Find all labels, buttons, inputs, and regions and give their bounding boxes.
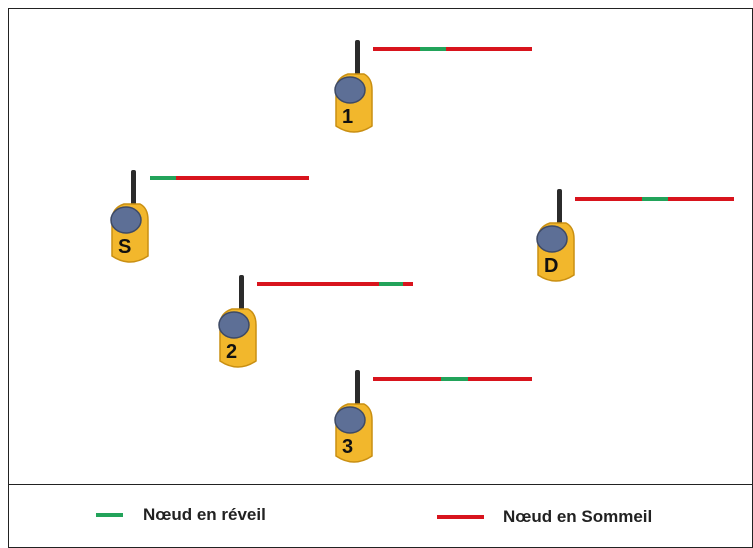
timeline-node-1	[373, 47, 532, 51]
legend-awake-swatch	[96, 513, 123, 517]
node-label: S	[118, 236, 132, 258]
timeline-node-d	[575, 197, 734, 201]
awake-segment	[150, 176, 176, 180]
legend-sleep-swatch	[437, 515, 484, 519]
sleep-segment	[403, 282, 413, 286]
sleep-segment	[373, 377, 441, 381]
sleep-segment	[257, 282, 379, 286]
sensor-node-icon	[334, 40, 373, 133]
legend-awake: Nœud en réveil	[96, 505, 266, 525]
node-s: S	[106, 168, 166, 278]
node-3: 3	[330, 368, 390, 478]
node-label: 3	[342, 436, 354, 458]
sleep-segment	[668, 197, 734, 201]
awake-segment	[379, 282, 403, 286]
sensor-node-icon	[536, 189, 575, 282]
sleep-segment	[373, 47, 420, 51]
sleep-segment	[468, 377, 532, 381]
node-1: 1	[330, 38, 390, 148]
timeline-node-2	[257, 282, 413, 286]
node-label: 2	[226, 341, 238, 363]
awake-segment	[441, 377, 468, 381]
node-label: 1	[342, 106, 354, 128]
sleep-segment	[176, 176, 309, 180]
legend-awake-label: Nœud en réveil	[143, 505, 266, 524]
legend-sleep-label: Nœud en Sommeil	[503, 507, 653, 526]
sensor-node-icon	[218, 275, 257, 368]
node-label: D	[544, 255, 559, 277]
sleep-segment	[446, 47, 532, 51]
legend-divider	[8, 484, 753, 485]
sensor-node-icon	[334, 370, 373, 463]
timeline-node-s	[150, 176, 309, 180]
node-d: D	[532, 187, 592, 297]
sleep-segment	[575, 197, 642, 201]
legend-sleep: Nœud en Sommeil	[437, 507, 652, 527]
node-2: 2	[214, 273, 274, 383]
awake-segment	[642, 197, 668, 201]
timeline-node-3	[373, 377, 532, 381]
sensor-node-icon	[110, 170, 149, 263]
awake-segment	[420, 47, 446, 51]
